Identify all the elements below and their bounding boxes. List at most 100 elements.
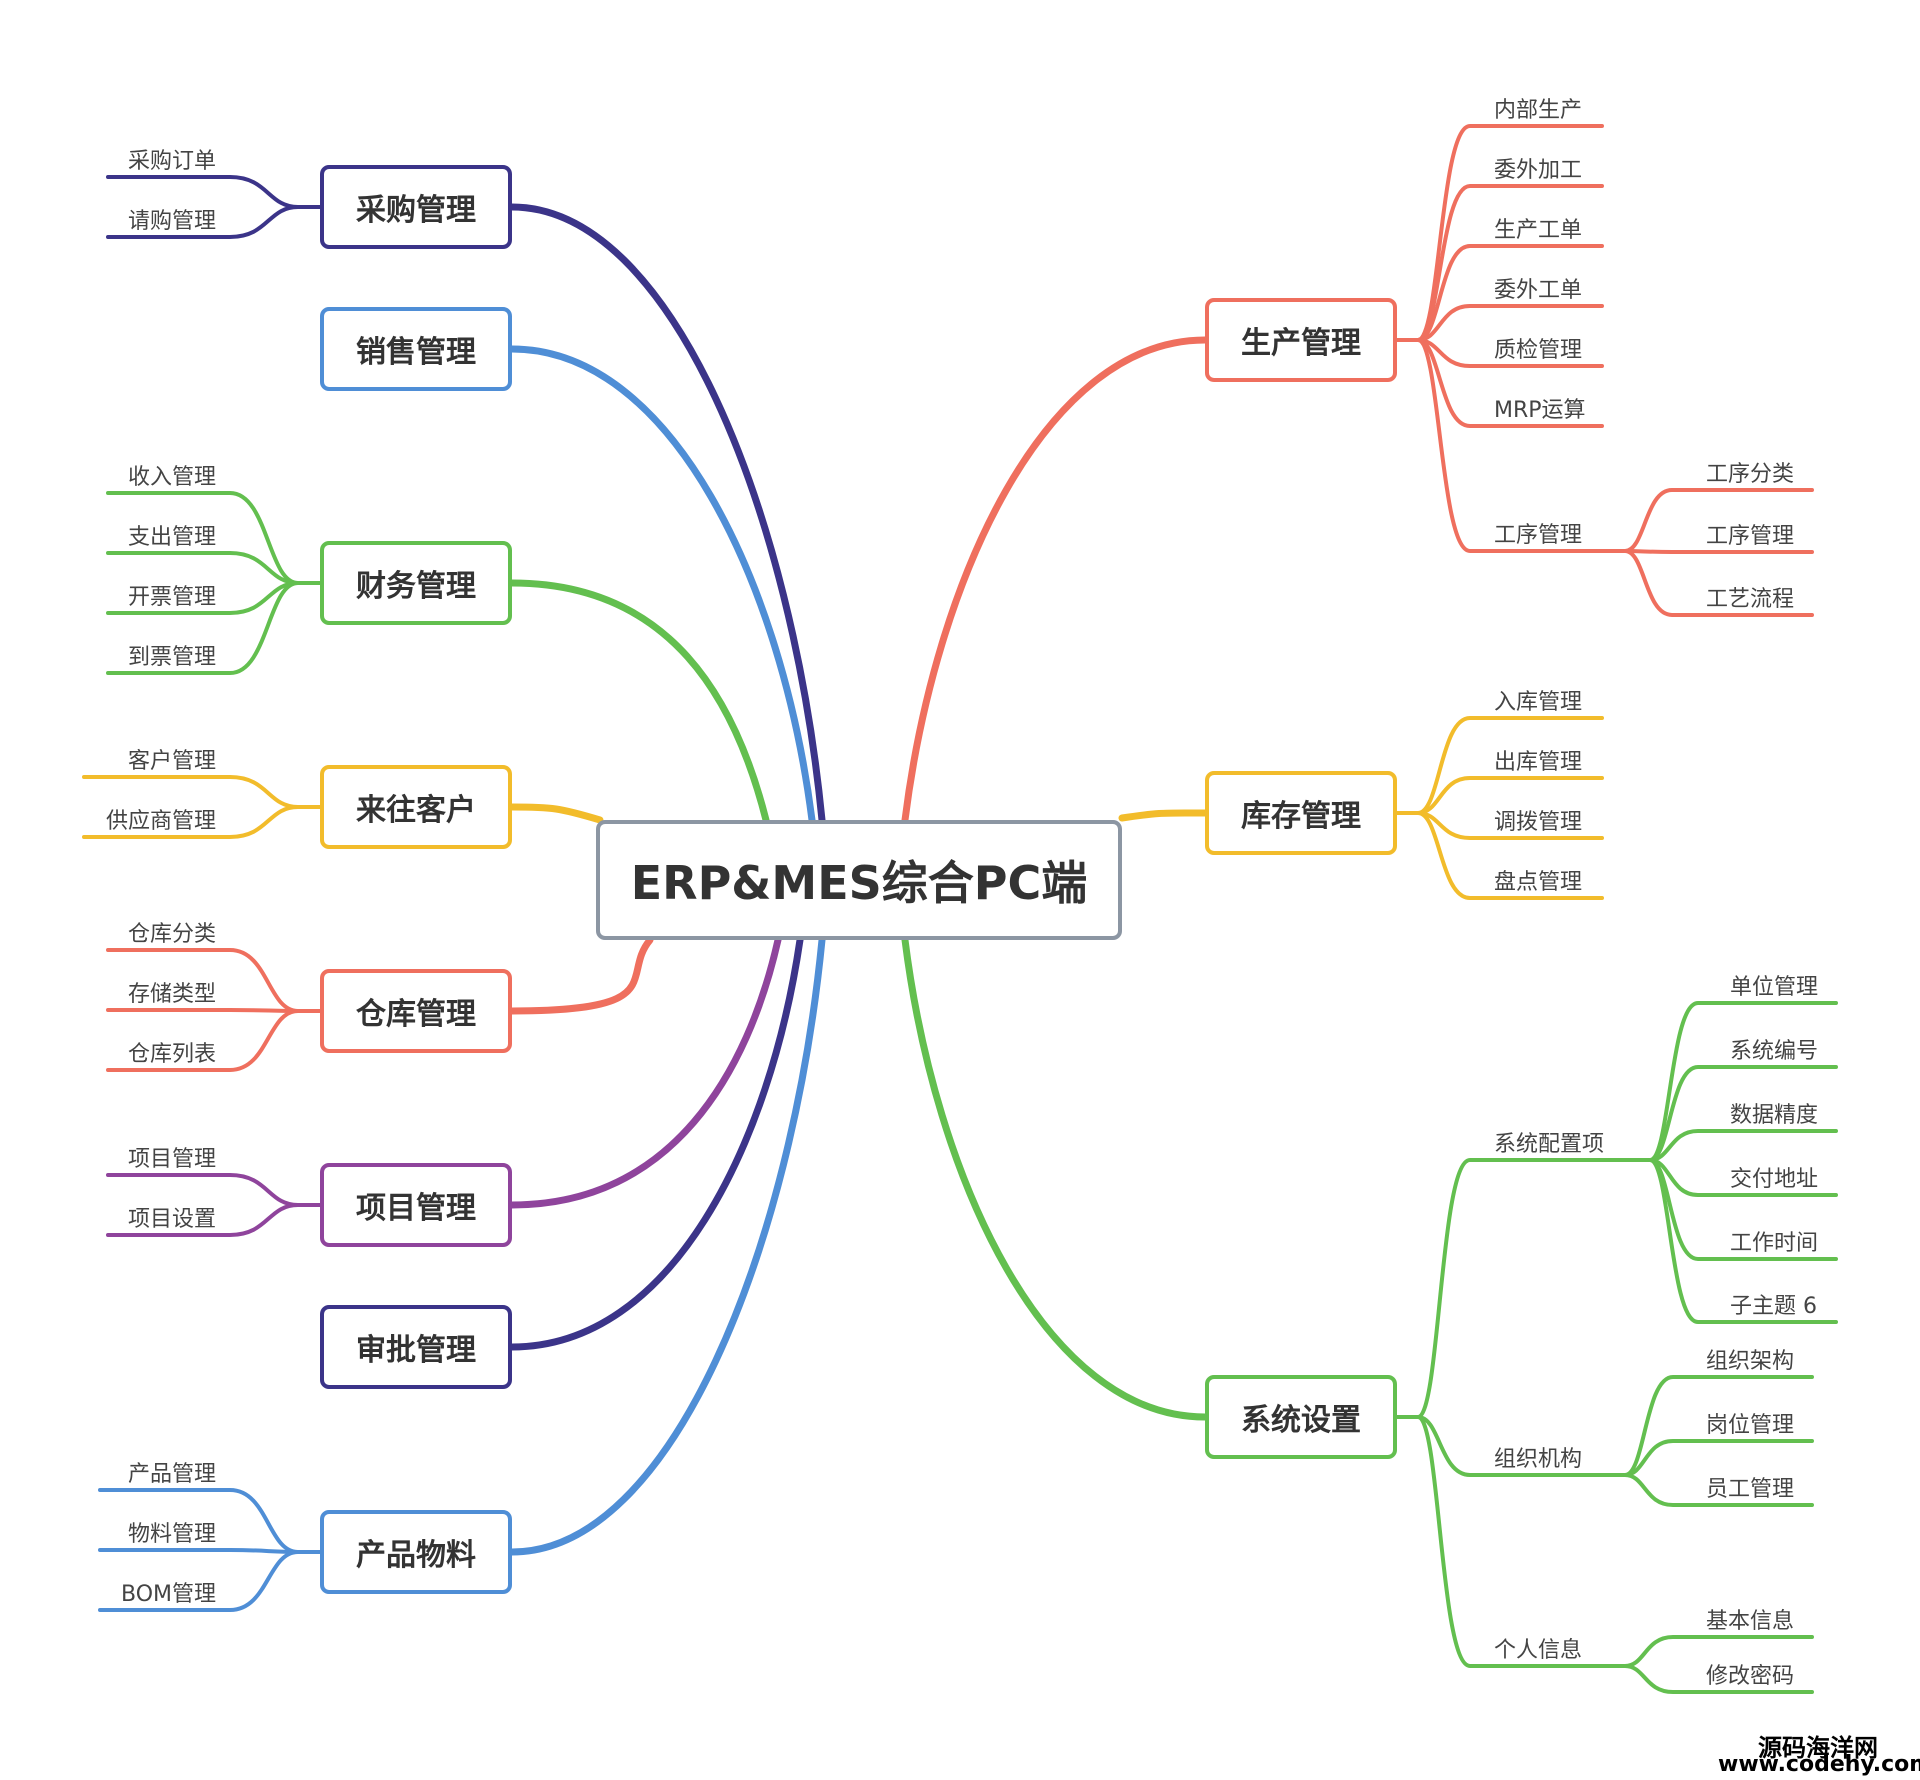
leaf-link (106, 205, 322, 239)
branch-label: 库存管理 (1241, 799, 1361, 834)
leaf-label[interactable]: 开票管理 (127, 585, 216, 610)
leaf-label[interactable]: 出库管理 (1494, 750, 1583, 775)
leaf-label[interactable]: 调拨管理 (1494, 810, 1583, 835)
leaf-label[interactable]: 基本信息 (1706, 1609, 1795, 1634)
leaf-label[interactable]: BOM管理 (120, 1582, 216, 1607)
trunk-production (901, 336, 1209, 824)
branch-approval[interactable]: 审批管理 (320, 1305, 512, 1389)
leaf-link (106, 175, 322, 209)
branch-partners[interactable]: 来往客户 (320, 765, 512, 849)
leaf-label[interactable]: 委外加工 (1494, 158, 1583, 183)
trunk-product (508, 936, 826, 1556)
leaf-label[interactable]: 系统配置项 (1494, 1132, 1605, 1157)
branch-inventory[interactable]: 库存管理 (1205, 771, 1397, 855)
leaf-label[interactable]: 交付地址 (1730, 1167, 1819, 1192)
branch-settings[interactable]: 系统设置 (1205, 1375, 1397, 1459)
leaf-label[interactable]: MRP运算 (1494, 398, 1586, 423)
leaf-label[interactable]: 工序管理 (1494, 523, 1583, 548)
branch-label: 审批管理 (356, 1333, 476, 1368)
leaf-label[interactable]: 请购管理 (127, 209, 216, 234)
leaf-label[interactable]: 盘点管理 (1494, 870, 1583, 895)
branch-warehouse[interactable]: 仓库管理 (320, 969, 512, 1053)
branch-purchase[interactable]: 采购管理 (320, 165, 512, 249)
leaf-label[interactable]: 员工管理 (1706, 1477, 1795, 1502)
sub-link (1395, 338, 1627, 553)
center-title: ERP&MES综合PC端 (630, 856, 1088, 910)
leaf-label[interactable]: 支出管理 (127, 525, 216, 550)
leaf-link (106, 1009, 322, 1072)
leaf-label[interactable]: 委外工单 (1494, 278, 1583, 303)
leaf-link (1623, 549, 1814, 617)
leaf-label[interactable]: 存储类型 (127, 982, 216, 1007)
branch-sales[interactable]: 销售管理 (320, 307, 512, 391)
leaf-link (1395, 811, 1604, 900)
leaf-link (106, 1203, 322, 1237)
leaf-label[interactable]: 修改密码 (1706, 1664, 1795, 1689)
leaf-label[interactable]: 工序分类 (1706, 462, 1795, 487)
leaf-label[interactable]: 系统编号 (1730, 1039, 1819, 1064)
branch-label: 仓库管理 (356, 997, 476, 1032)
leaf-link (106, 581, 322, 675)
leaf-label[interactable]: 工序管理 (1706, 524, 1795, 549)
leaf-label[interactable]: 组织架构 (1706, 1349, 1795, 1374)
leaf-link (1623, 1664, 1814, 1694)
branch-label: 项目管理 (356, 1191, 476, 1226)
trunk-settings (901, 936, 1209, 1421)
leaf-label[interactable]: 物料管理 (127, 1522, 216, 1547)
leaf-link (98, 1548, 322, 1554)
trunk-finance (508, 579, 770, 824)
leaf-label[interactable]: 仓库分类 (127, 922, 216, 947)
leaf-label[interactable]: 质检管理 (1494, 338, 1583, 363)
branch-label: 来往客户 (356, 793, 476, 828)
trunk-sales (508, 345, 816, 824)
leaf-label[interactable]: 项目管理 (127, 1147, 216, 1172)
trunk-approval (508, 936, 804, 1351)
leaf-label[interactable]: 收入管理 (127, 465, 216, 490)
branch-production[interactable]: 生产管理 (1205, 298, 1397, 382)
leaf-link (1648, 1129, 1838, 1162)
leaf-label[interactable]: 入库管理 (1494, 690, 1583, 715)
leaf-label[interactable]: 到票管理 (127, 645, 216, 670)
branch-label: 系统设置 (1241, 1403, 1361, 1438)
leaf-label[interactable]: 工艺流程 (1706, 587, 1795, 612)
branch-label: 采购管理 (356, 193, 476, 228)
leaf-label[interactable]: 子主题 6 (1730, 1294, 1817, 1319)
leaf-link (1623, 488, 1814, 553)
leaf-link (82, 805, 322, 839)
leaf-link (1623, 1473, 1814, 1507)
leaf-label[interactable]: 仓库列表 (127, 1042, 216, 1067)
leaf-label[interactable]: 内部生产 (1494, 98, 1583, 123)
leaf-label[interactable]: 生产工单 (1494, 218, 1583, 243)
leaf-link (82, 775, 322, 809)
leaf-link (1623, 1375, 1814, 1477)
leaf-label[interactable]: 单位管理 (1730, 975, 1819, 1000)
branch-label: 销售管理 (356, 335, 476, 370)
leaf-label[interactable]: 组织机构 (1494, 1447, 1583, 1472)
branch-label: 生产管理 (1241, 326, 1361, 361)
branch-label: 产品物料 (356, 1538, 476, 1573)
leaf-link (1648, 1065, 1838, 1162)
leaf-label[interactable]: 采购订单 (127, 149, 216, 174)
leaf-link (98, 1550, 322, 1612)
leaf-label[interactable]: 客户管理 (127, 749, 216, 774)
leaf-link (1623, 549, 1814, 554)
leaf-link (106, 1008, 322, 1013)
branch-project[interactable]: 项目管理 (320, 1163, 512, 1247)
leaf-label[interactable]: 项目设置 (127, 1207, 216, 1232)
leaf-label[interactable]: 个人信息 (1494, 1638, 1583, 1663)
center-node[interactable]: ERP&MES综合PC端 (596, 820, 1122, 940)
trunk-purchase (508, 203, 826, 824)
branch-finance[interactable]: 财务管理 (320, 541, 512, 625)
trunk-project (508, 936, 782, 1209)
leaf-label[interactable]: 岗位管理 (1706, 1413, 1795, 1438)
branch-label: 财务管理 (356, 569, 476, 604)
leaf-label[interactable]: 工作时间 (1730, 1231, 1819, 1256)
leaf-label[interactable]: 产品管理 (127, 1462, 216, 1487)
sub-link (1395, 1158, 1652, 1419)
trunk-partners (508, 803, 604, 824)
leaf-label[interactable]: 供应商管理 (105, 809, 216, 834)
branch-product[interactable]: 产品物料 (320, 1510, 512, 1594)
leaf-label[interactable]: 数据精度 (1730, 1103, 1819, 1128)
trunk-inventory (1118, 809, 1209, 822)
